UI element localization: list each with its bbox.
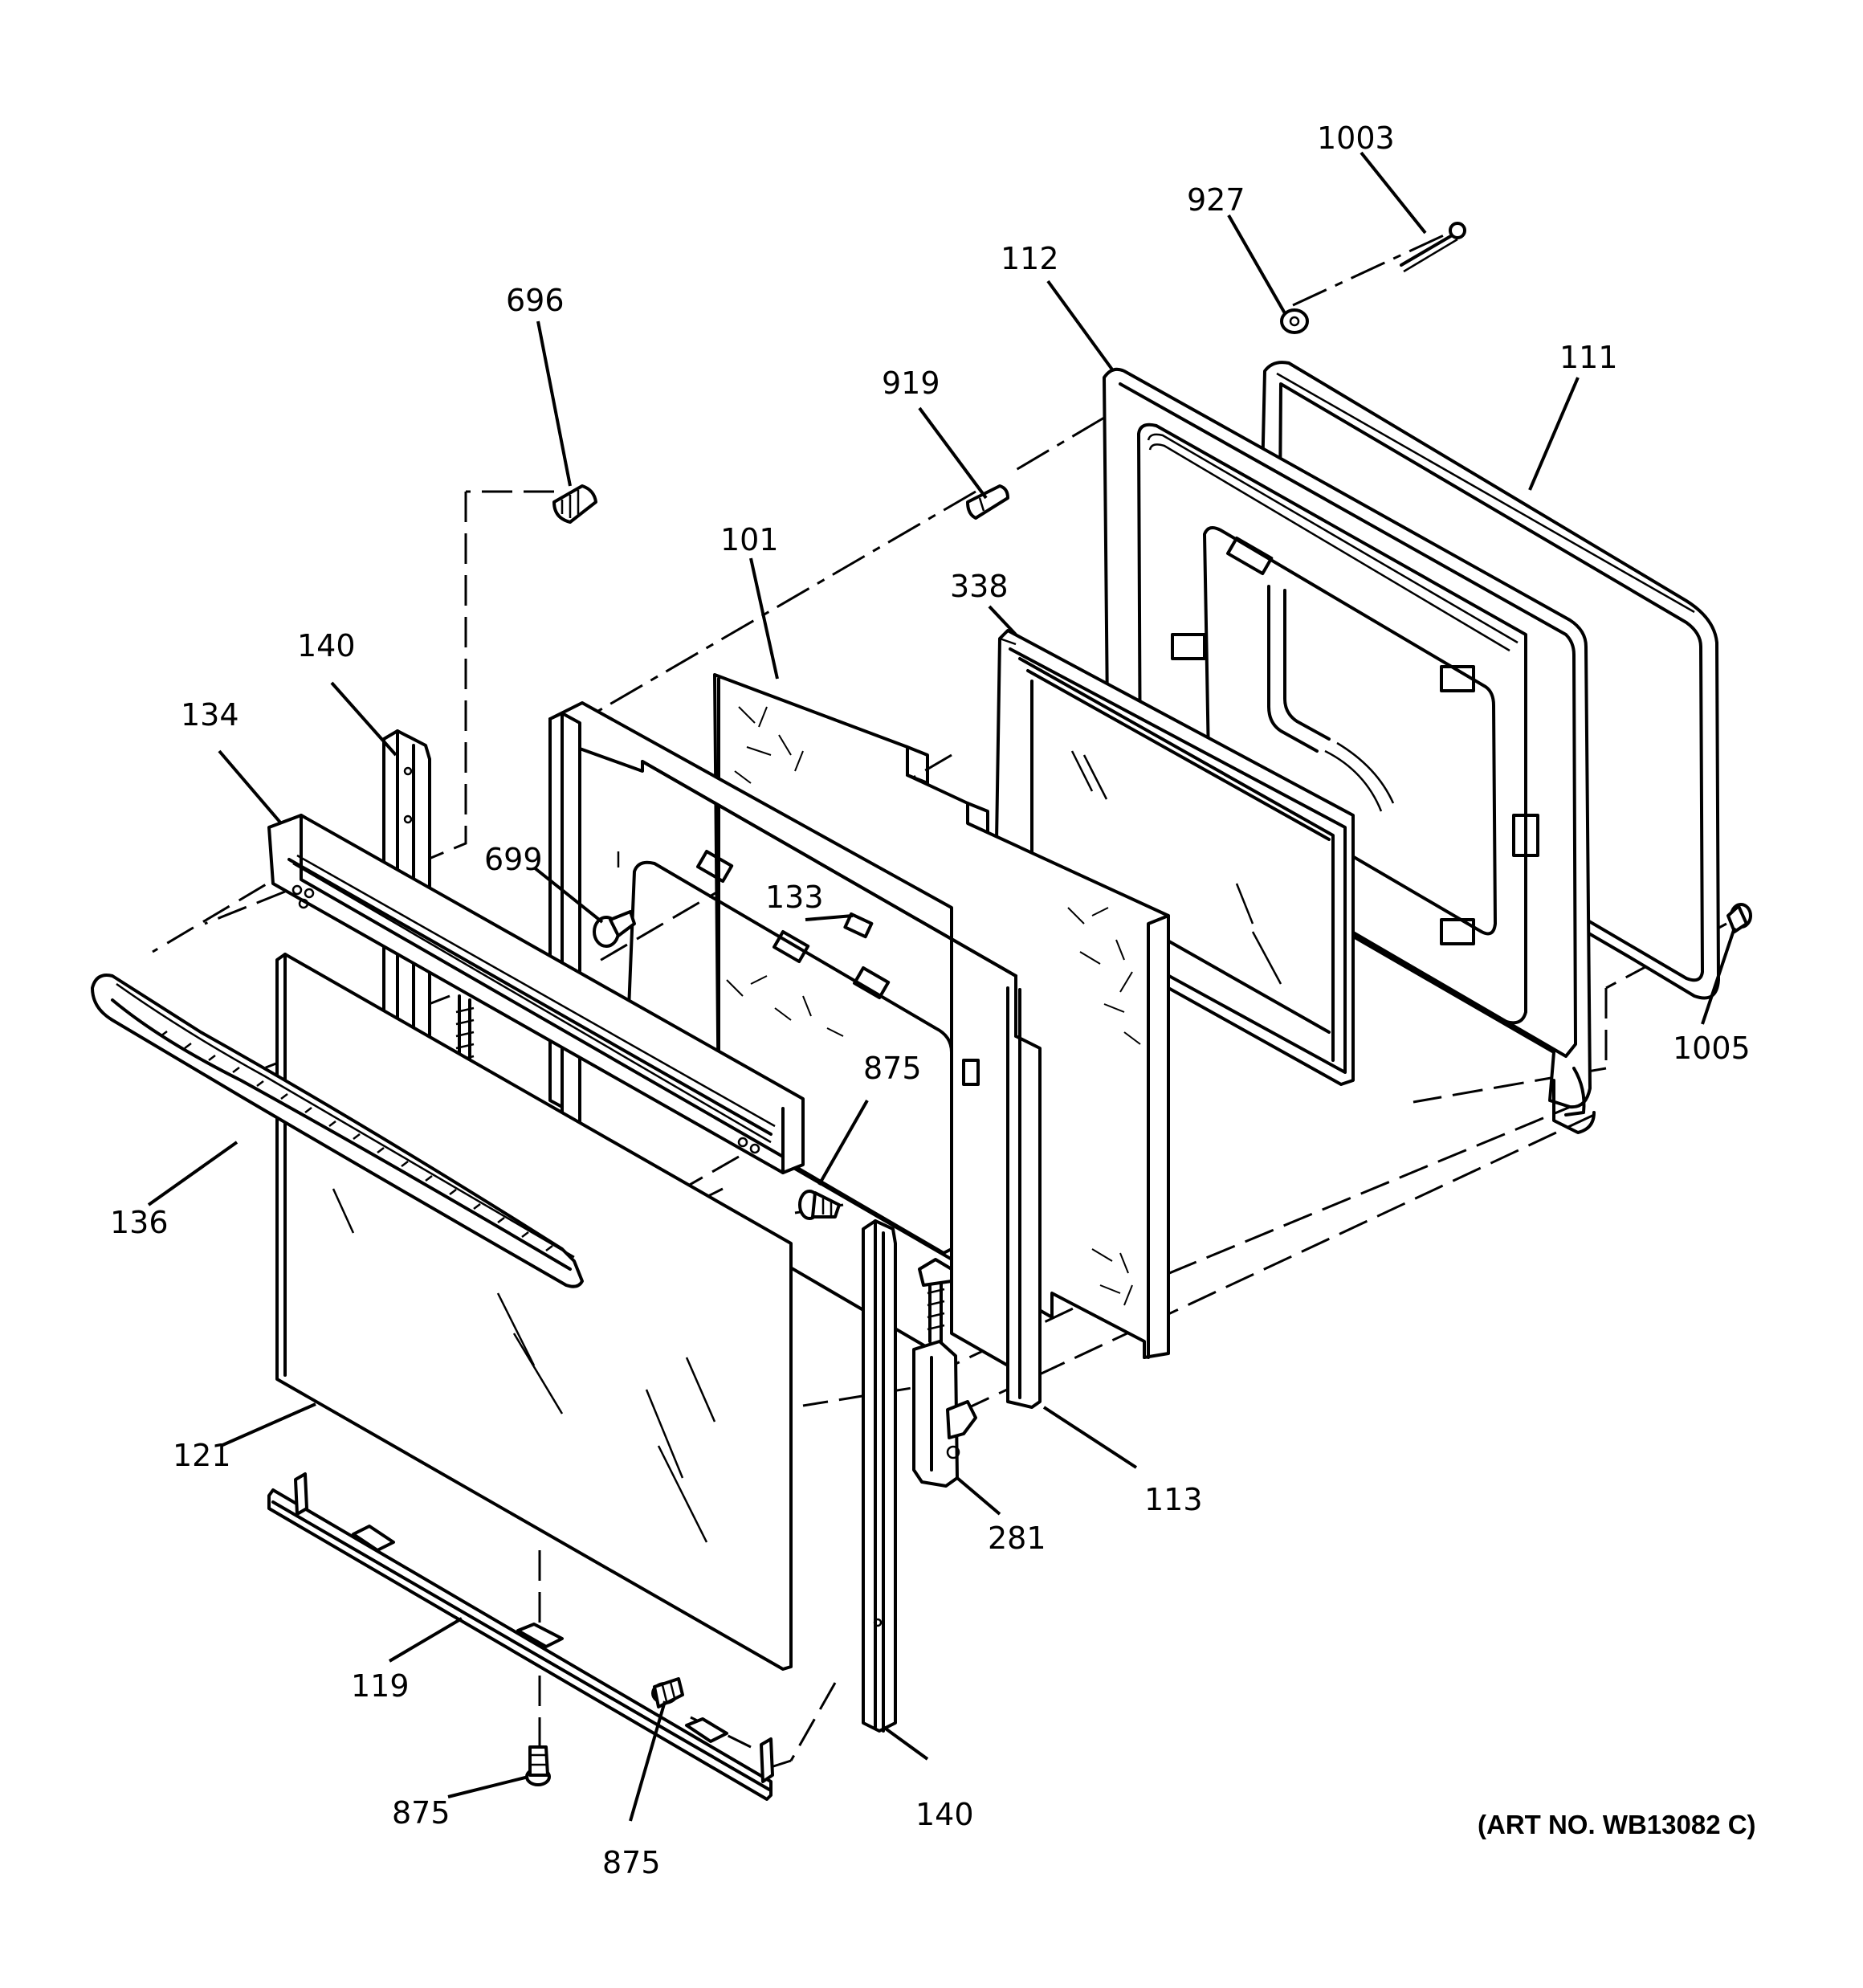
door-handle-136 [91, 974, 584, 1288]
callout-112: 112 [1001, 241, 1059, 276]
callout-136: 136 [110, 1205, 169, 1240]
screw-875-bottom-trim [651, 1677, 684, 1708]
leader-lines [147, 151, 1736, 1822]
callout-140-top: 140 [297, 628, 356, 663]
screw-875-mid [798, 1190, 841, 1220]
screw-696 [552, 484, 597, 524]
pin-919 [966, 484, 1009, 520]
callout-338: 338 [950, 569, 1009, 604]
callout-919: 919 [882, 365, 940, 401]
callout-labels: 1003 927 112 111 696 919 101 338 140 134… [110, 120, 1751, 1880]
insulation-speckles [726, 706, 1141, 1306]
screw-699 [593, 910, 636, 948]
callout-1003: 1003 [1317, 120, 1395, 156]
door-hinge-281 [912, 1258, 977, 1488]
callout-113: 113 [1144, 1482, 1203, 1517]
callout-119: 119 [351, 1668, 410, 1704]
art-number: (ART NO. WB13082 C) [1478, 1810, 1756, 1839]
inner-door-panel-113 [548, 701, 1042, 1409]
callout-875-mid: 875 [863, 1051, 922, 1086]
callout-111: 111 [1559, 340, 1618, 375]
callout-696: 696 [506, 283, 565, 318]
bottom-trim-119 [267, 1472, 774, 1801]
outer-glass-121 [275, 953, 793, 1671]
callout-133: 133 [765, 880, 824, 915]
hinge-channel-140-bottom [862, 1219, 897, 1733]
bolt-1003 [1400, 222, 1466, 273]
callout-101: 101 [720, 522, 779, 557]
screw-1005 [1726, 903, 1752, 933]
washer-927 [1280, 308, 1309, 334]
callout-134: 134 [181, 697, 239, 733]
callout-1005: 1005 [1673, 1031, 1751, 1066]
inner-door-liner-112 [1103, 367, 1596, 1134]
callout-699: 699 [484, 842, 543, 877]
screw-875-left [525, 1745, 551, 1786]
callout-140-bottom: 140 [915, 1797, 974, 1832]
callout-875-left: 875 [392, 1795, 450, 1831]
callout-875-bottom: 875 [602, 1845, 661, 1880]
callout-281: 281 [988, 1521, 1046, 1556]
callout-121: 121 [173, 1438, 231, 1473]
clip-133 [843, 912, 874, 939]
callout-927: 927 [1187, 182, 1245, 218]
vent-trim-134 [267, 814, 805, 1174]
